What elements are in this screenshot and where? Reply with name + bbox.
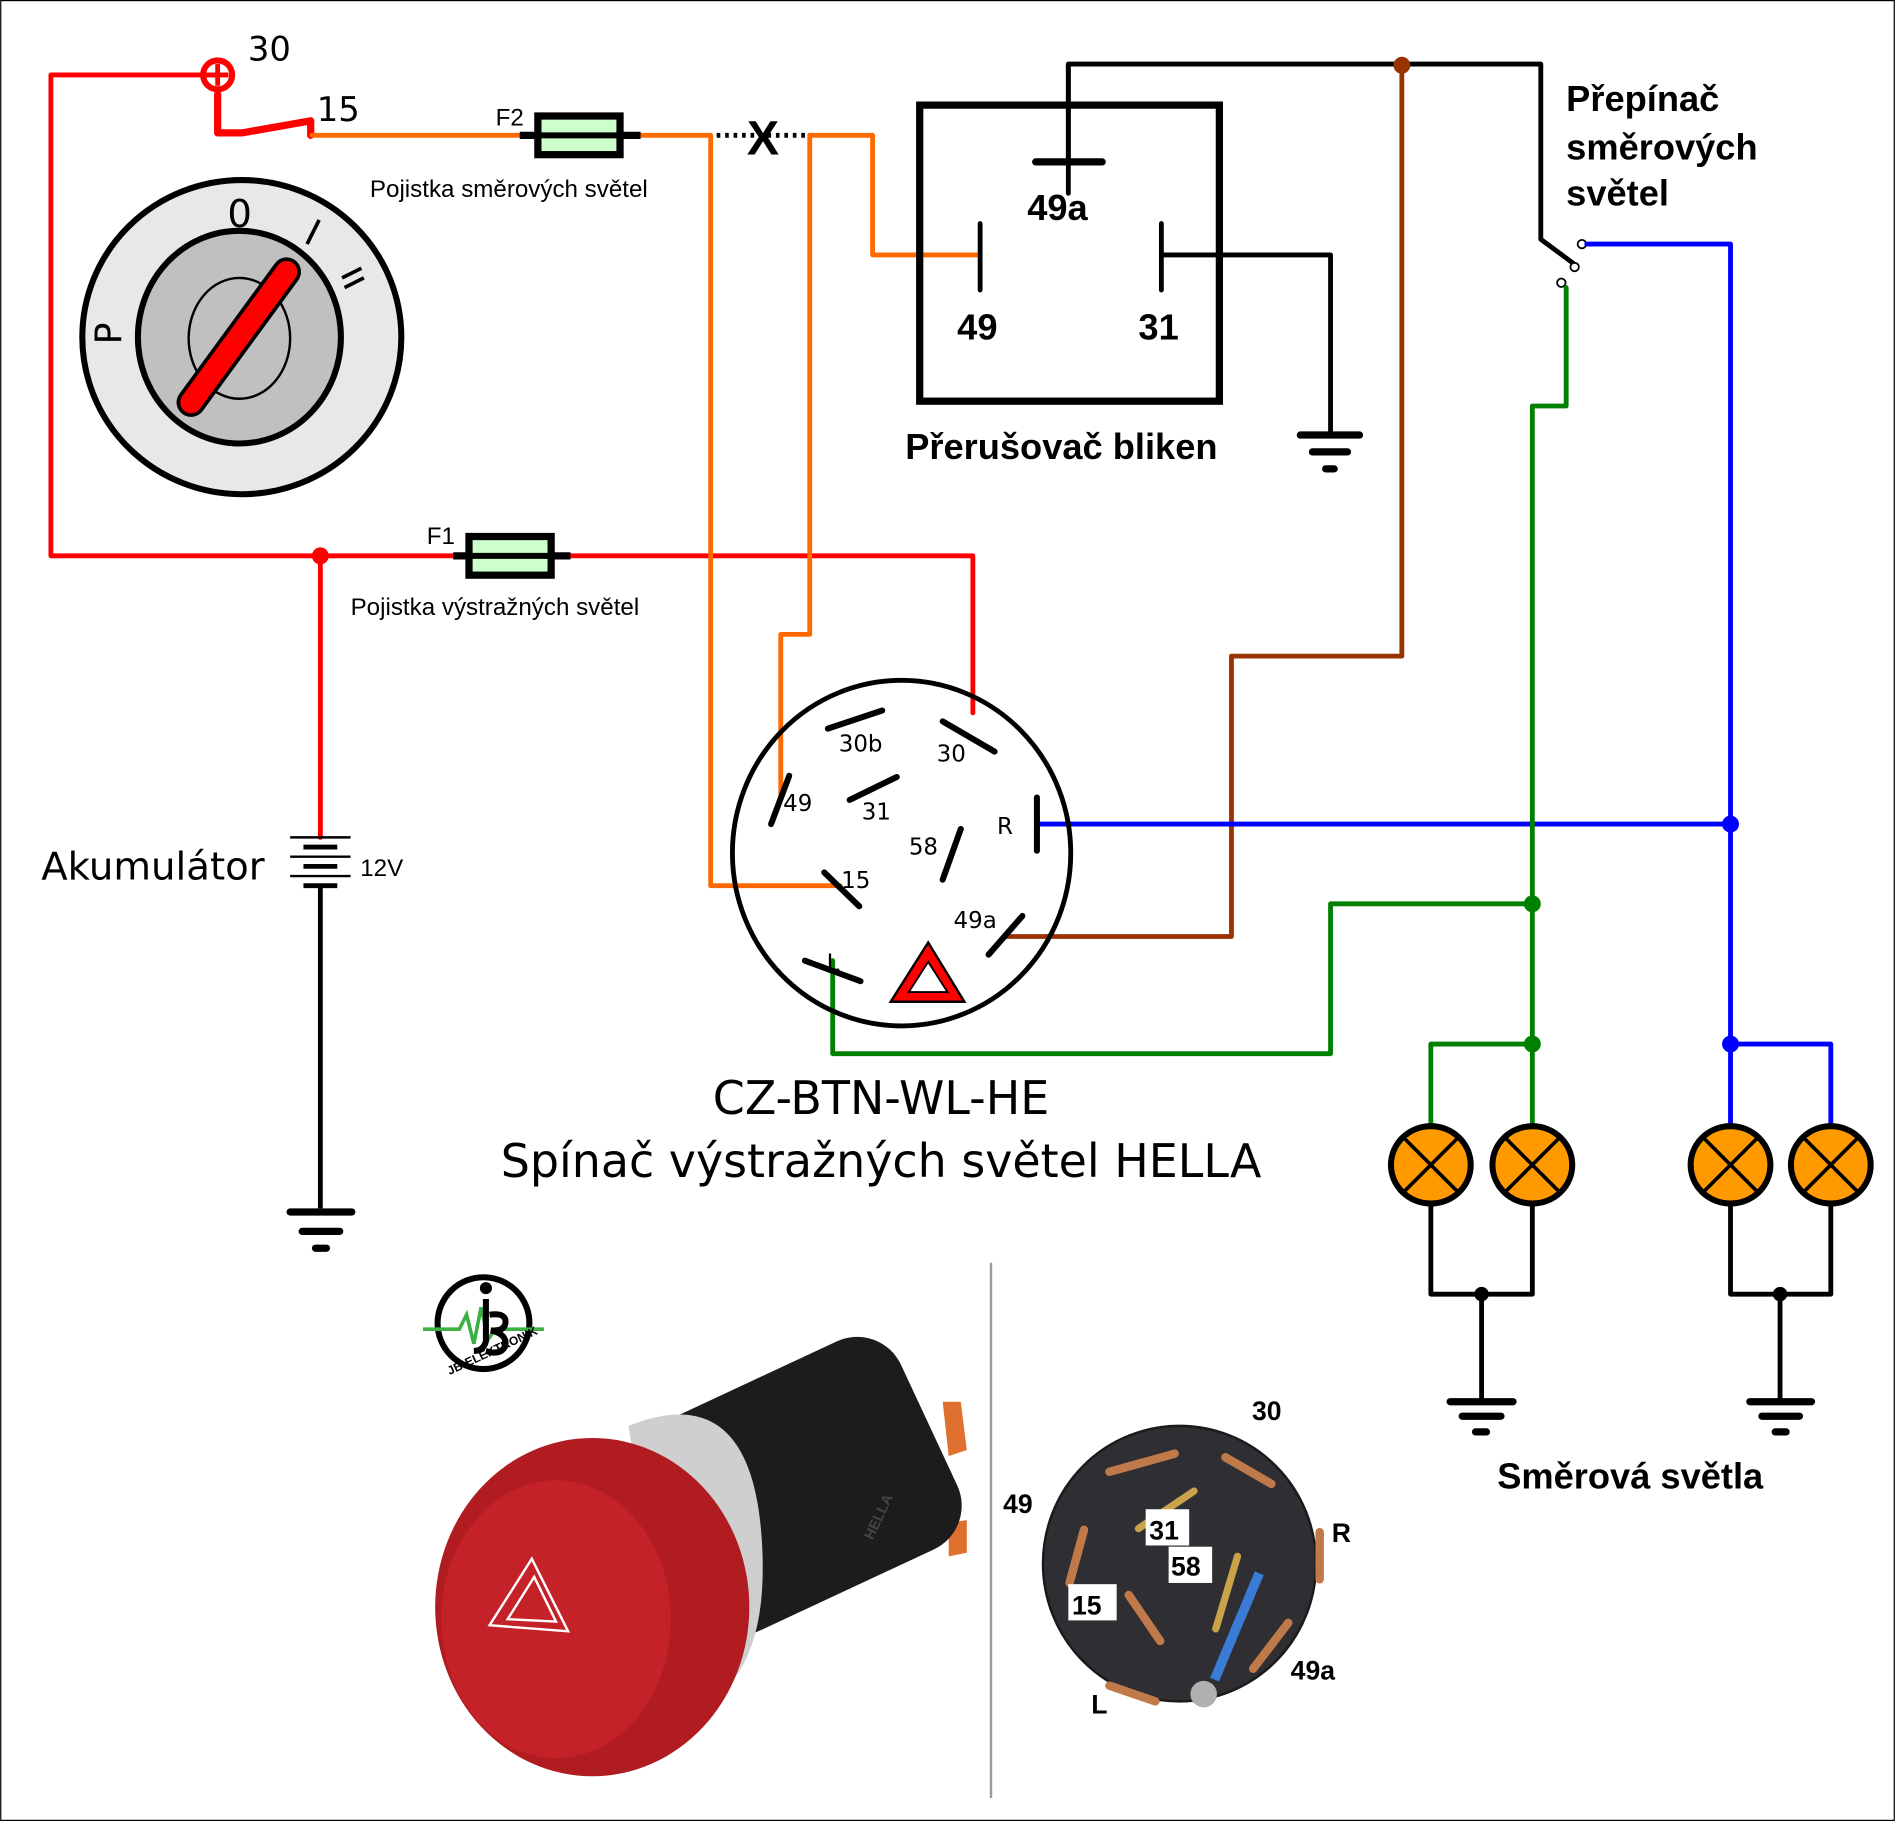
fuse-f1-caption: Pojistka výstražných světel — [351, 594, 640, 621]
hazard-switch-subtitle: Spínač výstražných světel HELLA — [501, 1134, 1262, 1188]
junction-green — [1523, 1035, 1541, 1053]
photo-pin-49a: 49a — [1291, 1656, 1336, 1686]
ground-icon — [1446, 1398, 1517, 1436]
jb-elektronik-logo: JB-ELEKTRONIK — [423, 1274, 544, 1378]
ignition-position-ii-b — [343, 276, 365, 290]
flasher-pin-49a: 49a — [1027, 187, 1088, 228]
flasher-caption: Přerušovač bliken — [905, 426, 1217, 467]
photo-pin-15: 15 — [1072, 1590, 1102, 1620]
terminal-30-symbol — [200, 57, 236, 93]
wire-f2-out — [628, 132, 843, 889]
pin-58 — [939, 825, 964, 883]
junction-ground — [1772, 1286, 1788, 1302]
hazard-pin-label-15: 15 — [841, 868, 870, 894]
pin-30 — [939, 718, 998, 755]
photo-pin-31: 31 — [1149, 1515, 1179, 1545]
junction-blue — [1722, 1035, 1739, 1053]
wire-battery-loop — [48, 72, 323, 559]
lamps-caption: Směrová světla — [1497, 1456, 1764, 1497]
pin-49a — [985, 912, 1026, 958]
hazard-triangle-icon — [888, 940, 967, 1003]
turn-signal-switch — [1556, 238, 1588, 288]
junction-blue — [1722, 815, 1739, 833]
flasher-unit: 49a 49 31 — [916, 61, 1576, 434]
battery-symbol — [290, 836, 351, 1209]
wire-ignition-key — [214, 90, 315, 139]
lamp-icon — [1387, 1123, 1474, 1207]
flasher-pin-31: 31 — [1138, 307, 1178, 348]
hazard-pin-label-49a: 49a — [954, 908, 997, 934]
hazard-pin-label-r: R — [997, 814, 1013, 840]
ground-icon — [286, 1208, 356, 1252]
hazard-switch-title: CZ-BTN-WL-HE — [713, 1071, 1049, 1125]
lamp-icon — [1489, 1123, 1576, 1207]
photo-pin-l: L — [1091, 1689, 1107, 1719]
ignition-position-ii-a — [341, 266, 363, 280]
pin-15 — [821, 869, 863, 910]
wire-flasher-49 — [807, 132, 982, 258]
ignition-position-p: P — [87, 323, 130, 345]
junction-red — [311, 547, 329, 565]
photo-pin-49: 49 — [1003, 1489, 1033, 1519]
wire-f1-to-pin30 — [565, 553, 976, 716]
ignition-position-0: 0 — [227, 192, 252, 237]
hazard-pin-label-58: 58 — [909, 834, 938, 860]
lamps — [1387, 1123, 1874, 1207]
green-wires — [830, 285, 1569, 1130]
orange-wires — [309, 132, 982, 889]
junction-ground — [1474, 1286, 1489, 1302]
lamp-icon — [1787, 1123, 1874, 1207]
photo-pin-58: 58 — [1171, 1552, 1201, 1582]
battery-voltage: 12V — [360, 855, 403, 882]
hazard-pin-label-30b: 30b — [839, 732, 883, 758]
hazard-pin-label-30: 30 — [937, 741, 966, 767]
blue-wires — [1034, 241, 1834, 1130]
ignition-terminal-30-label: 30 — [248, 29, 291, 68]
battery-label: Akumulátor — [41, 845, 265, 890]
ignition-terminal-15-label: 15 — [317, 90, 360, 129]
fuse-f2 — [519, 112, 641, 159]
break-mark: X — [716, 112, 808, 166]
fuse-f2-label: F2 — [496, 105, 524, 132]
pin-49 — [768, 772, 793, 828]
turn-switch-caption-line3: světel — [1566, 172, 1669, 213]
wire-to-pin49 — [778, 132, 813, 800]
fuse-f2-caption: Pojistka směrových světel — [370, 176, 648, 203]
junction-green — [1523, 895, 1541, 913]
hazard-pin-label-31: 31 — [862, 799, 891, 825]
pin-l — [801, 957, 864, 985]
photo-pin-r: R — [1332, 1518, 1351, 1548]
photo-pin-30: 30 — [1252, 1396, 1282, 1426]
fuse-f1 — [453, 532, 571, 579]
ground-icon — [1296, 431, 1364, 473]
hazard-switch-diagram: 30b 30 49 31 R 58 15 49a L — [729, 677, 1074, 1029]
ignition-position-i — [305, 219, 321, 245]
wire-brown-49a — [1003, 61, 1405, 939]
hazard-button-photo: HELLA — [435, 1336, 967, 1777]
turn-switch-caption-line1: Přepínač — [1566, 78, 1719, 119]
lamp-icon — [1687, 1123, 1774, 1207]
ground-icon — [1746, 1398, 1816, 1436]
ignition-switch: 0 P — [79, 177, 405, 498]
hazard-pin-label-49: 49 — [783, 791, 812, 817]
fuse-f1-label: F1 — [427, 523, 455, 550]
pin-30b — [824, 707, 886, 732]
pin-31 — [846, 773, 900, 803]
junction-brown — [1393, 56, 1411, 74]
hazard-pin-label-l: L — [827, 950, 840, 976]
flasher-pin-49: 49 — [957, 307, 997, 348]
break-mark-label: X — [747, 112, 779, 166]
turn-switch-caption-line2: směrových — [1566, 127, 1757, 168]
red-wires — [48, 72, 976, 840]
